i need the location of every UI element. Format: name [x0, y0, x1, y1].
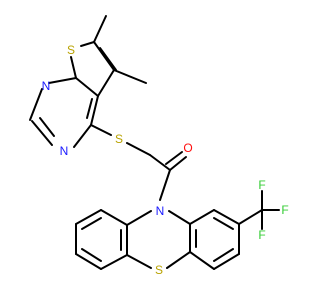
bond [189, 251, 215, 270]
canvas-background [0, 0, 300, 300]
bond [213, 253, 240, 270]
bond [238, 209, 263, 225]
atom-labels: S N N S O N S F F F [42, 43, 289, 277]
bond [169, 156, 187, 171]
bond [213, 209, 240, 225]
phenothiazine-sulfur-label: S [155, 263, 163, 277]
bond [213, 217, 234, 230]
pyrimidine-nitrogen-3-label: N [60, 144, 69, 158]
bond [165, 151, 183, 165]
bond [80, 41, 95, 47]
pyrimidine-nitrogen-1-label: N [42, 79, 51, 93]
bond [168, 210, 191, 225]
bond [86, 98, 93, 119]
bond [75, 77, 99, 97]
phenothiazine-nitrogen-label: N [156, 204, 165, 218]
thioether-sulfur-label: S [115, 132, 123, 146]
bond [97, 69, 115, 97]
bond [81, 217, 102, 230]
bond [189, 209, 215, 225]
bond [149, 154, 171, 171]
bond-lines [29, 15, 280, 270]
thiophene-sulfur-label: S [67, 43, 75, 57]
bond [126, 210, 152, 226]
fluorine-right-label: F [281, 203, 288, 217]
bond [113, 69, 147, 84]
bond [159, 169, 171, 201]
bond [75, 253, 102, 270]
bond [93, 41, 115, 71]
bond [126, 254, 152, 269]
fluorine-bottom-label: F [258, 228, 265, 242]
bond [213, 248, 234, 262]
bond [90, 95, 99, 126]
bond [48, 77, 77, 84]
bond [70, 56, 77, 79]
bond [31, 120, 53, 146]
fluorine-top-label: F [258, 178, 265, 192]
molecule-structure-diagram: S N N S O N S F F F [0, 0, 300, 300]
bond [73, 124, 92, 148]
bond [100, 254, 128, 270]
bond [100, 209, 128, 226]
bond [39, 117, 55, 137]
bond [93, 15, 107, 43]
bond [166, 251, 191, 269]
bond [126, 142, 151, 156]
bond [81, 248, 102, 262]
bond [90, 124, 112, 136]
carbonyl-oxygen-label: O [183, 141, 192, 155]
bond [99, 47, 117, 71]
bond [75, 209, 102, 225]
bond [29, 88, 43, 121]
